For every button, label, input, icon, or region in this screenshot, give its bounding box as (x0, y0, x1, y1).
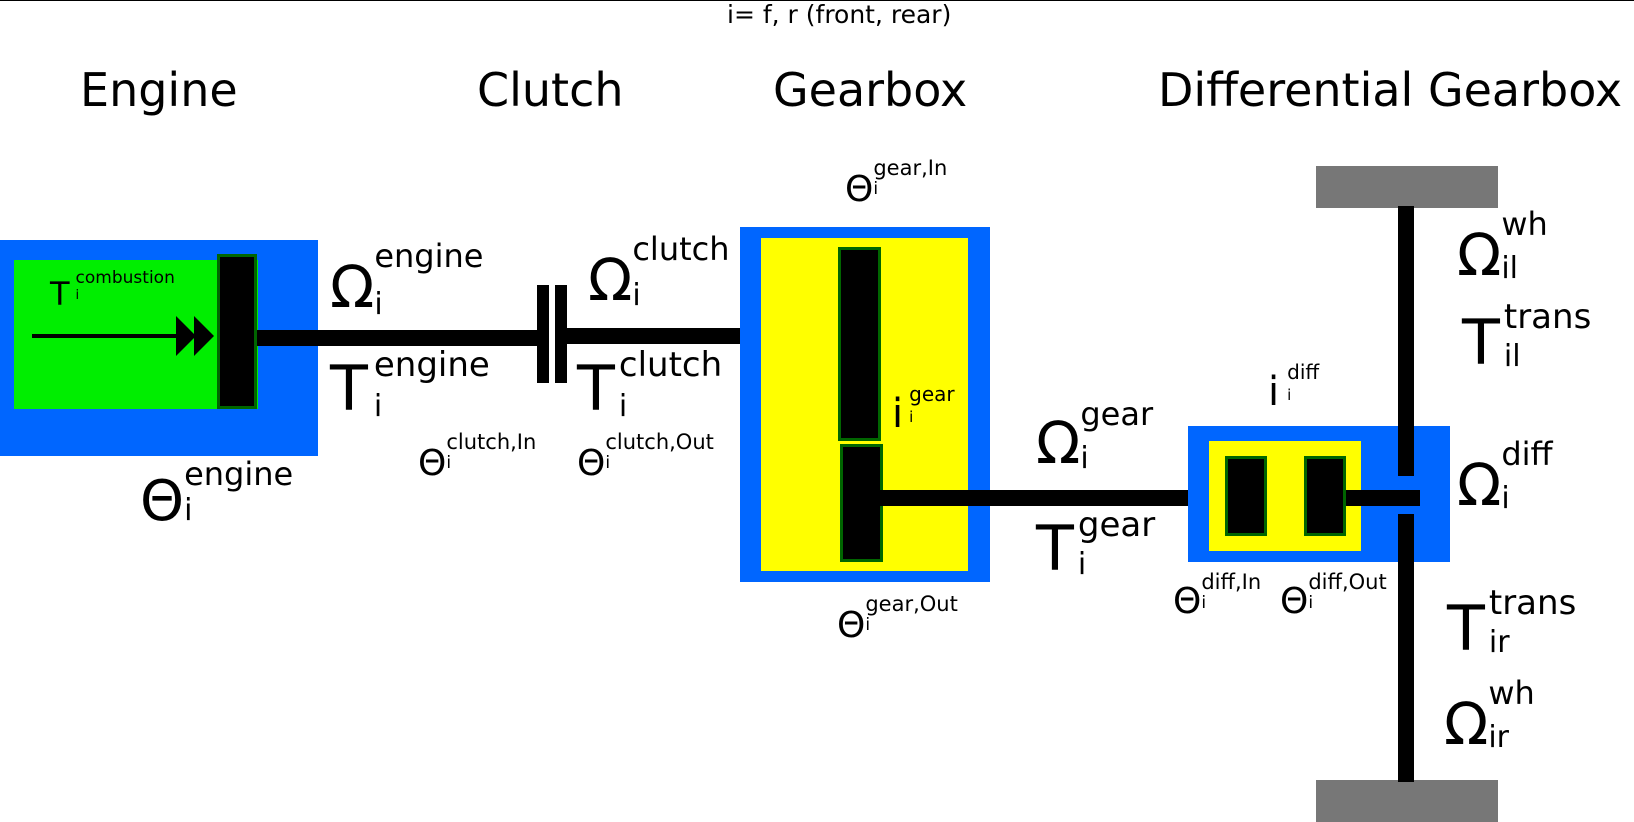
wheel-right (1316, 780, 1498, 822)
engine-output-shaft (257, 330, 537, 346)
half-shaft-right (1398, 514, 1414, 782)
index-caption: i= f, r (front, rear) (727, 0, 952, 29)
clutch-plate-in (537, 285, 549, 383)
top-border-line (0, 0, 1634, 1)
combustion-arrow-icon (176, 316, 214, 356)
gear-output-wheel (840, 444, 883, 562)
combustion-arrow-line (32, 334, 212, 338)
differential-output-shaft (1346, 490, 1420, 506)
section-title-gearbox: Gearbox (773, 63, 968, 117)
engine-flywheel (217, 254, 257, 409)
wheel-left (1316, 166, 1498, 208)
differential-input-gear (1225, 456, 1267, 536)
gear-input-wheel (838, 247, 881, 441)
half-shaft-left (1398, 206, 1414, 476)
propeller-shaft (880, 490, 1225, 506)
differential-output-gear (1304, 456, 1346, 536)
section-title-engine: Engine (80, 63, 238, 117)
clutch-plate-out (555, 285, 567, 383)
section-title-differential: Differential Gearbox (1158, 63, 1623, 117)
section-title-clutch: Clutch (477, 63, 624, 117)
